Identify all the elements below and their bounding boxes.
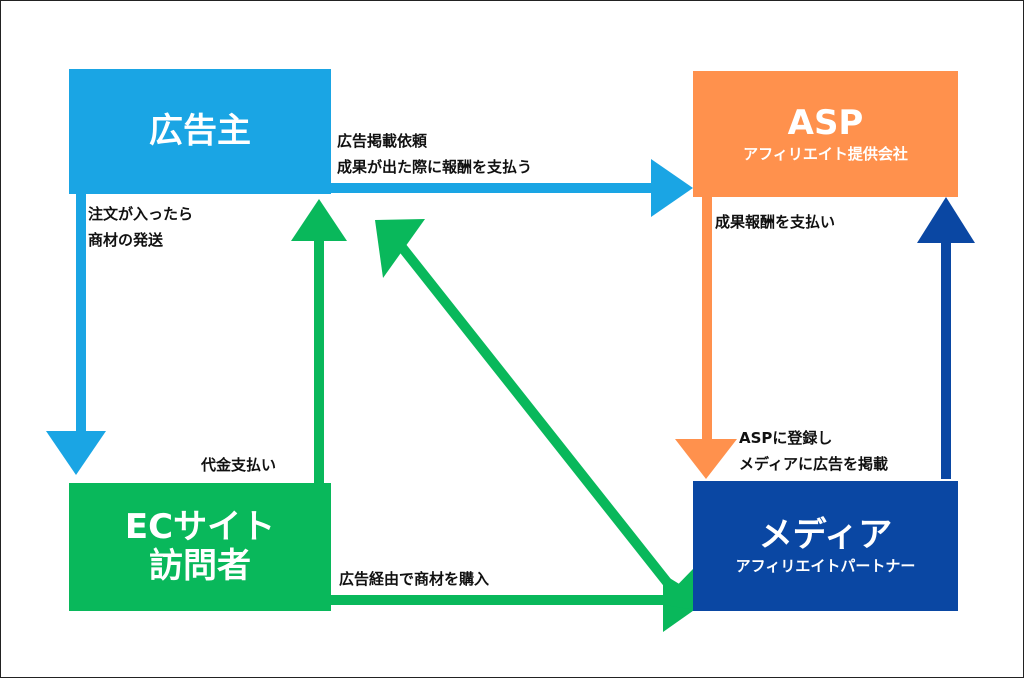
arrow-media-to-asp xyxy=(917,197,975,479)
arrow-advertiser-to-ec xyxy=(46,188,106,475)
node-ec-title-line1: ECサイト xyxy=(124,506,276,547)
label-line: メディアに広告を掲載 xyxy=(739,455,888,473)
label-advertiser-to-asp: 広告掲載依頼 成果が出た際に報酬を支払う xyxy=(337,128,532,180)
node-ec-title-line2: 訪問者 xyxy=(149,546,251,586)
label-line: ASPに登録し xyxy=(739,429,833,447)
node-advertiser-title: 広告主 xyxy=(149,110,251,151)
node-asp-subtitle: アフィリエイト提供会社 xyxy=(743,144,908,163)
label-ec-to-advertiser: 代金支払い xyxy=(201,452,276,478)
label-line: 注文が入ったら xyxy=(88,205,194,223)
node-media: メディア アフィリエイトパートナー xyxy=(693,481,958,611)
label-line: 代金支払い xyxy=(201,456,277,474)
label-media-to-asp: ASPに登録し メディアに広告を掲載 xyxy=(739,425,888,477)
label-advertiser-to-ec: 注文が入ったら 商材の発送 xyxy=(88,201,193,253)
node-asp-title: ASP xyxy=(787,102,864,143)
node-media-title: メディア xyxy=(758,514,893,555)
label-line: 広告経由で商材を購入 xyxy=(339,570,490,588)
label-line: 広告掲載依頼 xyxy=(337,132,428,150)
arrow-advertiser-media-link xyxy=(375,219,701,611)
arrow-asp-to-media xyxy=(675,193,737,479)
node-advertiser: 広告主 xyxy=(69,69,331,194)
label-asp-to-media: 成果報酬を支払い xyxy=(715,209,835,235)
node-ec-visitor: ECサイト 訪問者 xyxy=(69,483,331,611)
label-ec-to-media: 広告経由で商材を購入 xyxy=(339,566,489,592)
label-line: 商材の発送 xyxy=(88,231,164,249)
label-line: 成果報酬を支払い xyxy=(715,213,836,231)
node-media-subtitle: アフィリエイトパートナー xyxy=(735,556,916,575)
node-asp: ASP アフィリエイト提供会社 xyxy=(693,71,958,197)
arrow-ec-to-advertiser xyxy=(291,199,347,483)
label-line: 成果が出た際に報酬を支払う xyxy=(337,158,533,176)
